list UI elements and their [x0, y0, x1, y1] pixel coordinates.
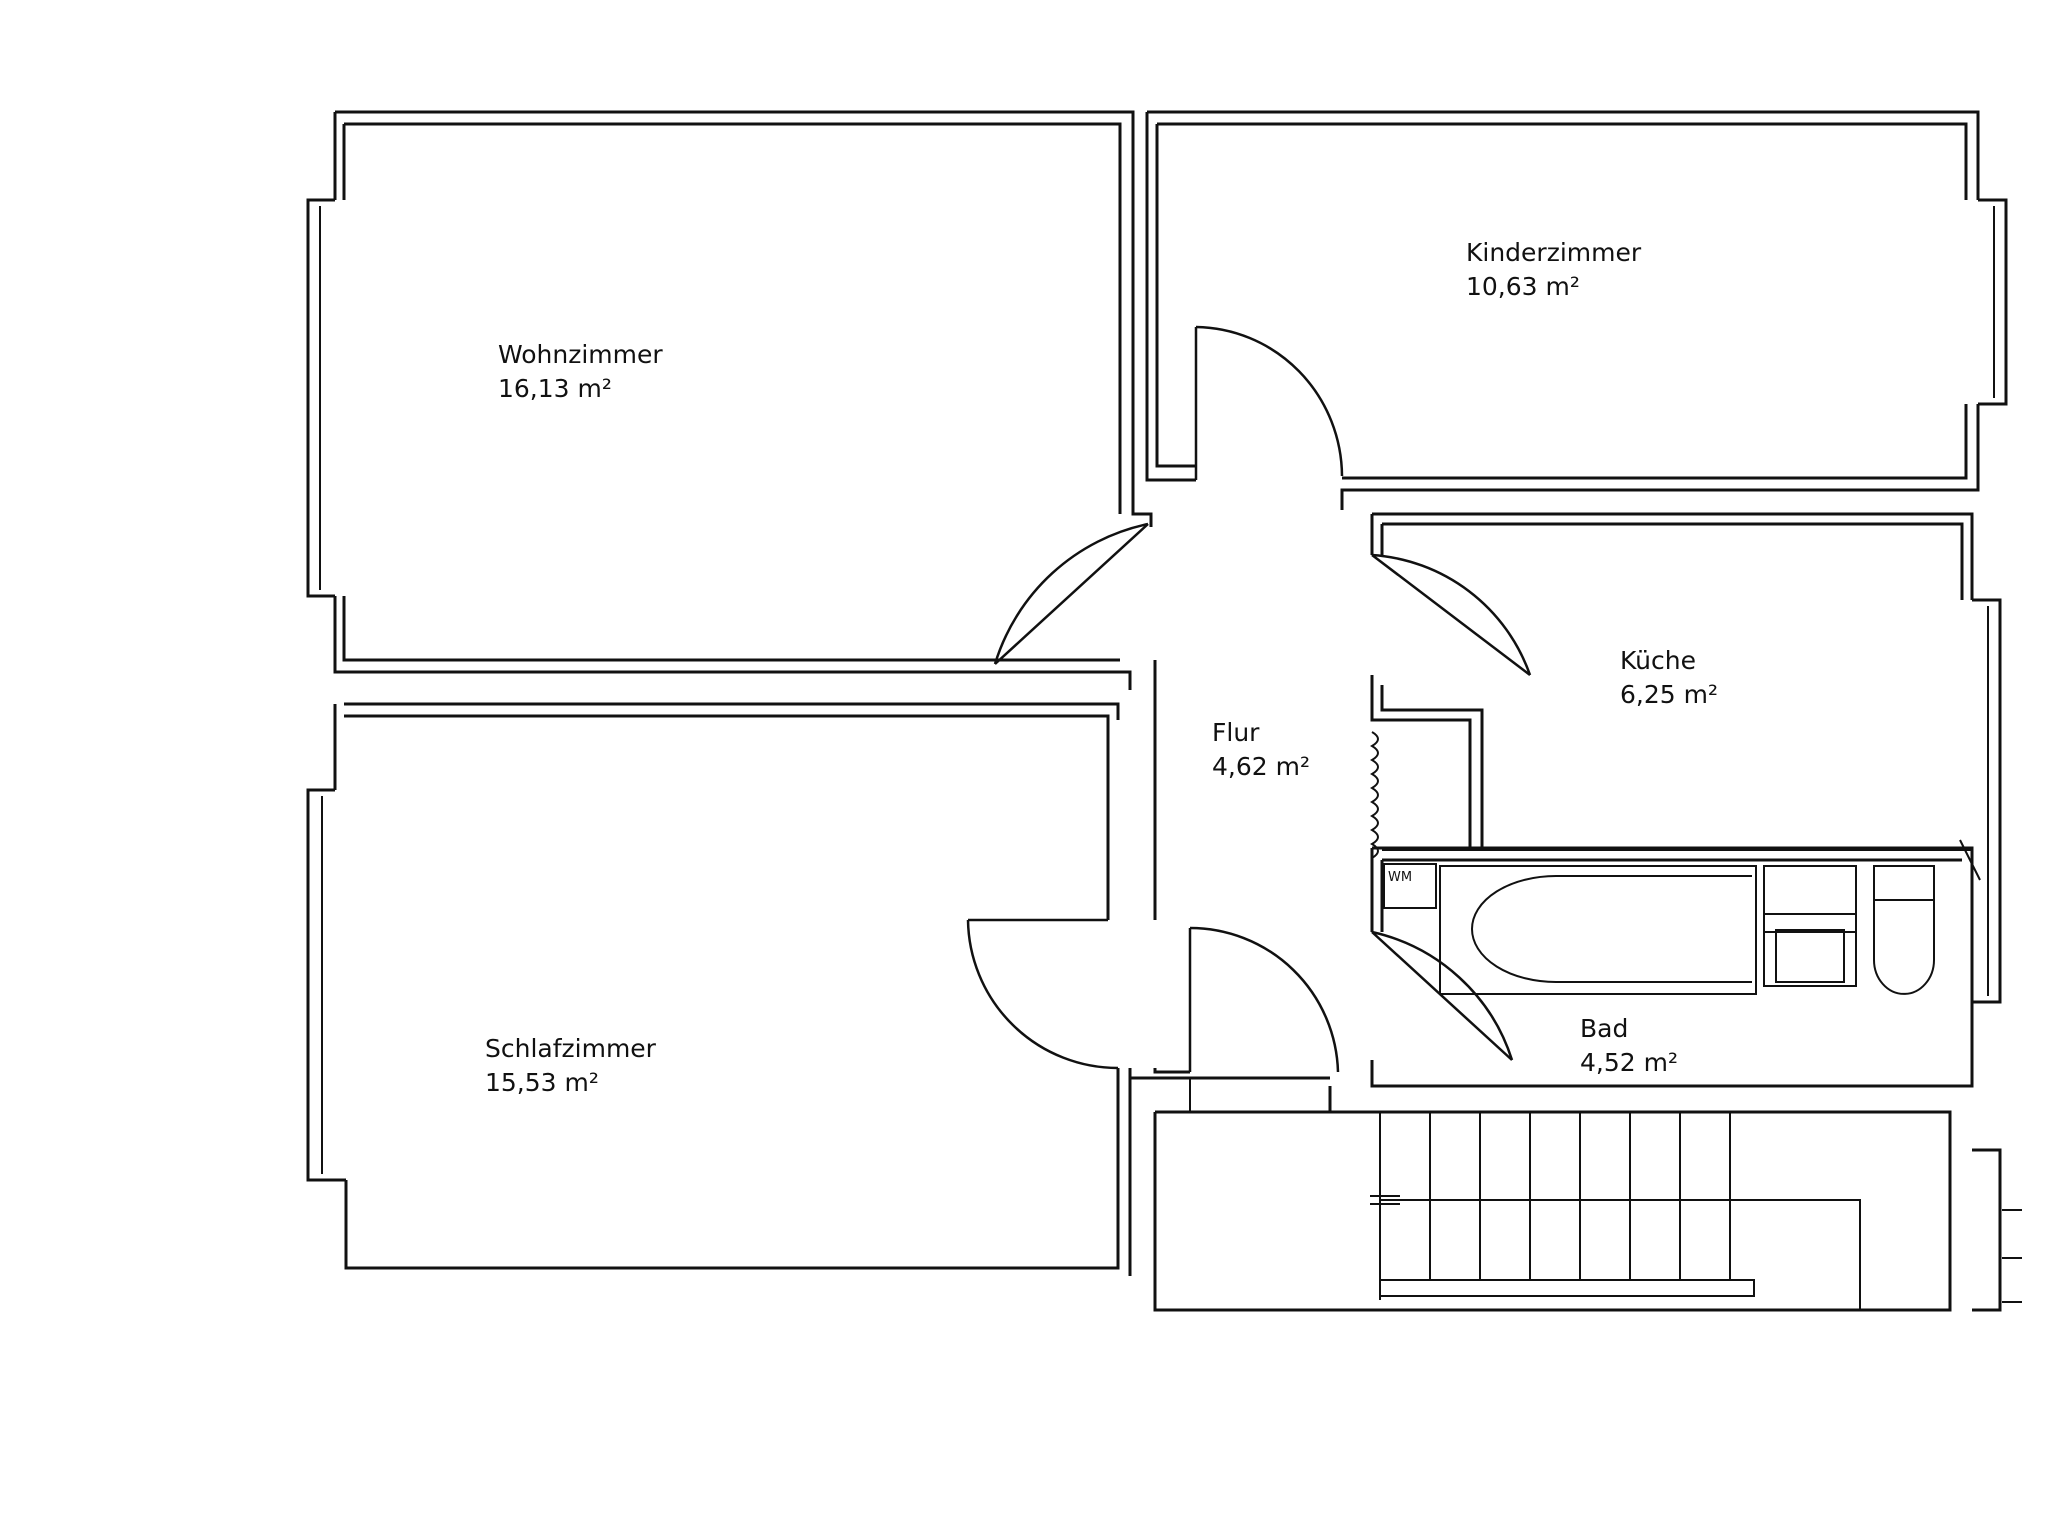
schlafzimmer-window: [306, 788, 346, 1182]
room-name: Schlafzimmer: [485, 1034, 656, 1063]
room-name: Kinderzimmer: [1466, 238, 1642, 267]
wohnzimmer-window: [306, 198, 335, 598]
stairwell: [1130, 1076, 2022, 1312]
kueche-walls: [1370, 512, 1974, 848]
door-flur-eingang: [1188, 926, 1340, 1073]
bad-walls: [1370, 846, 1974, 1088]
toilet: [1873, 865, 1935, 995]
room-name: Flur: [1212, 718, 1260, 747]
room-area: 4,52 m²: [1580, 1048, 1678, 1077]
door-bad: [1371, 930, 1514, 1061]
kueche-window: [1972, 598, 2002, 1004]
room-label-schlafzimmer: Schlafzimmer 15,53 m²: [485, 1032, 656, 1100]
room-name: Wohnzimmer: [498, 340, 663, 369]
wohnzimmer-walls: [333, 110, 1153, 690]
radiator: [1370, 731, 1379, 859]
room-name: Küche: [1620, 646, 1696, 675]
room-area: 16,13 m²: [498, 374, 612, 403]
room-label-flur: Flur 4,62 m²: [1212, 716, 1310, 784]
door-kinderzimmer: [1194, 325, 1344, 480]
heating-pipe: [1382, 839, 1981, 881]
schlafzimmer-walls: [333, 660, 1190, 1276]
room-label-wohnzimmer: Wohnzimmer 16,13 m²: [498, 338, 663, 406]
kinderzimmer-walls: [1145, 110, 1980, 510]
room-area: 10,63 m²: [1466, 272, 1580, 301]
kinderzimmer-window: [1978, 198, 2008, 406]
washer-box: [1383, 863, 1437, 909]
room-area: 6,25 m²: [1620, 680, 1718, 709]
door-schlafzimmer: [966, 918, 1119, 1070]
room-label-kinderzimmer: Kinderzimmer 10,63 m²: [1466, 236, 1641, 304]
door-wohnzimmer: [993, 522, 1149, 665]
sink: [1763, 865, 1857, 987]
bathtub: [1439, 865, 1757, 995]
room-label-kueche: Küche 6,25 m²: [1620, 644, 1718, 712]
room-area: 4,62 m²: [1212, 752, 1310, 781]
room-label-bad: Bad 4,52 m²: [1580, 1012, 1678, 1080]
washer-label: WM: [1388, 870, 1413, 885]
door-kueche: [1371, 553, 1532, 676]
room-area: 15,53 m²: [485, 1068, 599, 1097]
room-name: Bad: [1580, 1014, 1629, 1043]
